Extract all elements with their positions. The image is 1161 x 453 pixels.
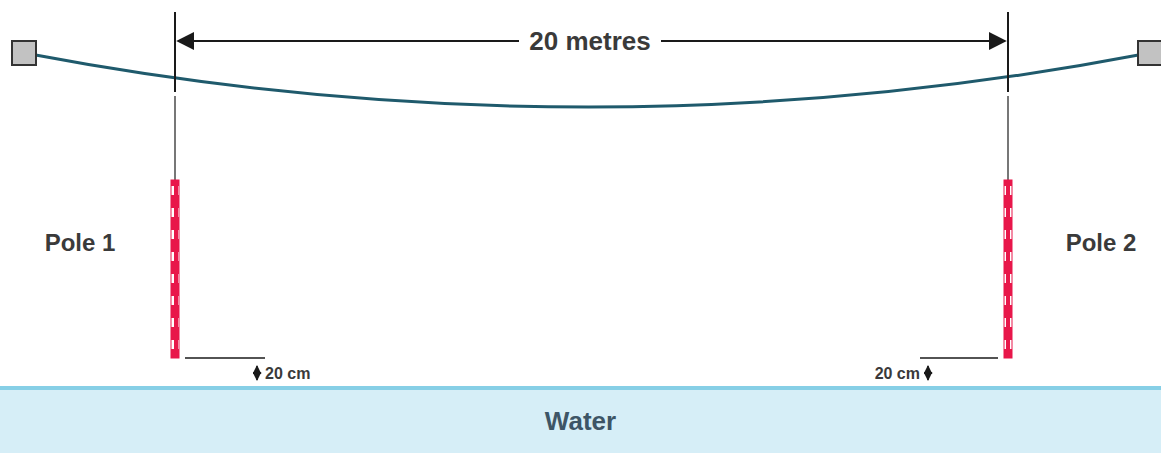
extension-line [1007, 12, 1009, 92]
reference-line [185, 357, 265, 359]
dimension-label: 20 metres [519, 27, 660, 56]
gap-arrow [256, 366, 258, 380]
water-band [0, 388, 1161, 453]
water-band: Water [0, 390, 1161, 453]
pole [171, 180, 179, 358]
anchor [1138, 41, 1161, 65]
node-text: Water [545, 406, 616, 437]
pole [1004, 180, 1012, 358]
hanger [174, 96, 176, 180]
anchor [12, 41, 36, 65]
extension-line [174, 12, 176, 92]
reference-line [920, 357, 998, 359]
water-surface [0, 386, 1161, 390]
gap-label: 20 cm [265, 365, 310, 383]
pole-label: Pole 2 [1066, 230, 1137, 256]
gap-label: 20 cm [875, 365, 920, 383]
cable [30, 54, 1144, 107]
pole-label: Pole 1 [45, 230, 116, 256]
gap-arrow [927, 366, 929, 380]
hanger [1007, 96, 1009, 180]
